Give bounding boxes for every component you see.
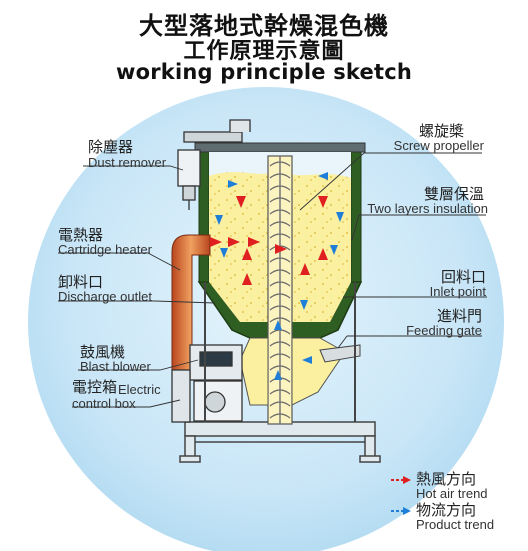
insulation-right-wall bbox=[350, 149, 362, 283]
hopper-top bbox=[194, 142, 366, 153]
label-control-box-en-1: Electric bbox=[118, 382, 161, 397]
label-feeding-gate-zh: 進料門 bbox=[436, 307, 482, 325]
label-cartridge-heater-zh: 電熱器 bbox=[58, 226, 104, 244]
legend-product-symbol bbox=[391, 507, 411, 515]
label-dust-remover-en: Dust remover bbox=[88, 155, 167, 170]
legend-product-en: Product trend bbox=[416, 517, 495, 532]
title-english: working principle sketch bbox=[116, 60, 412, 84]
label-insulation-zh: 雙層保溫 bbox=[423, 185, 484, 203]
legend-hot-air-en: Hot air trend bbox=[416, 486, 488, 501]
label-screw-propeller-en: Screw propeller bbox=[393, 138, 484, 153]
label-inlet-point-en: Inlet point bbox=[429, 284, 486, 299]
legend-product-zh: 物流方向 bbox=[416, 501, 477, 519]
leader-lines bbox=[58, 152, 487, 408]
dust-remover bbox=[177, 119, 251, 210]
label-feeding-gate-en: Feeding gate bbox=[406, 323, 482, 338]
label-insulation-en: Two layers insulation bbox=[367, 201, 488, 216]
label-discharge-outlet-en: Discharge outlet bbox=[58, 289, 152, 304]
label-blast-blower-en: Blast blower bbox=[80, 359, 151, 374]
label-cartridge-heater-en: Cartridge heater bbox=[58, 242, 152, 257]
legend-hot-air-zh: 熱風方向 bbox=[416, 470, 477, 488]
base-frame bbox=[179, 421, 381, 463]
legend-hot-air-symbol bbox=[391, 476, 411, 484]
label-screw-propeller-zh: 螺旋槳 bbox=[418, 122, 464, 140]
subtitle-chinese: 工作原理示意圖 bbox=[183, 39, 345, 64]
label-control-box-zh: 電控箱 bbox=[72, 378, 118, 396]
feeding-gate bbox=[319, 344, 361, 363]
hot-air-arrows bbox=[210, 196, 328, 285]
label-control-box-en-2: control box bbox=[72, 396, 136, 411]
support-legs bbox=[204, 282, 356, 422]
label-dust-remover-zh: 除塵器 bbox=[88, 138, 134, 156]
product-arrows bbox=[215, 172, 344, 380]
label-blast-blower-zh: 鼓風機 bbox=[80, 343, 126, 361]
title-chinese: 大型落地式幹燥混色機 bbox=[139, 12, 389, 40]
label-discharge-outlet-zh: 卸料口 bbox=[58, 273, 104, 291]
label-inlet-point-zh: 回料口 bbox=[440, 268, 486, 286]
